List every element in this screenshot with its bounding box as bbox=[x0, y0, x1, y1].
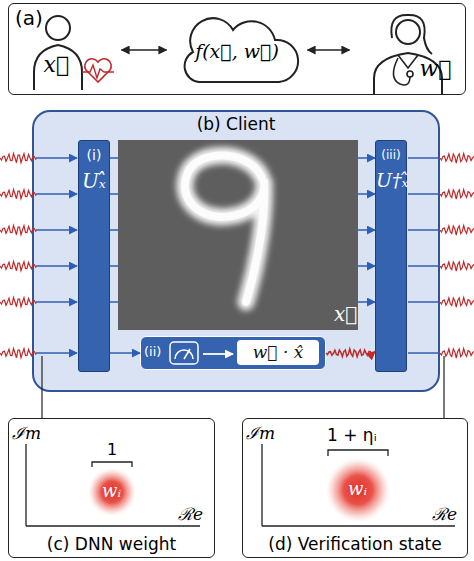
width-bracket bbox=[92, 462, 132, 467]
hair-outline bbox=[391, 14, 432, 53]
panel-label: (a) bbox=[15, 6, 43, 30]
leader-line bbox=[443, 356, 444, 418]
output-wire bbox=[408, 265, 440, 267]
meter-needle bbox=[184, 349, 190, 359]
stethoscope-head bbox=[407, 71, 413, 77]
panel-label: (d) Verification state bbox=[243, 534, 467, 554]
torso-outline bbox=[34, 45, 82, 90]
input-wire bbox=[36, 352, 77, 354]
meter-symbol bbox=[170, 342, 198, 364]
step-number: (i) bbox=[79, 147, 109, 163]
digit-stroke bbox=[185, 155, 264, 302]
weight-label: wᵢ bbox=[326, 478, 390, 499]
cloud-shape: f(x⃗, w⃗) bbox=[175, 16, 300, 88]
output-wire bbox=[408, 157, 440, 159]
image-background bbox=[118, 140, 358, 330]
panel-box: (c) DNN weight wᵢ bbox=[8, 418, 215, 558]
connector-group bbox=[110, 50, 375, 357]
signal-arrow bbox=[122, 49, 167, 51]
input-pulse bbox=[0, 348, 36, 357]
verification-state: wᵢ bbox=[326, 458, 390, 522]
head-outline bbox=[46, 16, 70, 40]
width-bracket bbox=[328, 450, 388, 456]
input-pulse bbox=[0, 297, 36, 306]
output-wire bbox=[408, 301, 440, 303]
noisy-signal-wire bbox=[326, 349, 375, 357]
measurement-box: (ii) w⃗ · x̂ bbox=[140, 336, 326, 370]
digit-core bbox=[185, 155, 264, 302]
unitary-block: (iii) U†ₓ̂ bbox=[375, 140, 407, 372]
ecg-trace bbox=[82, 65, 114, 78]
axis-line bbox=[25, 444, 26, 526]
vector-label: x⃗ bbox=[44, 52, 70, 77]
state-blob bbox=[326, 458, 390, 522]
operator-label: Uₓ̂ bbox=[79, 169, 109, 193]
output-pulse bbox=[440, 298, 474, 307]
input-pulse bbox=[0, 261, 36, 270]
input-pulse bbox=[0, 153, 36, 162]
mnist-image bbox=[118, 140, 358, 330]
panel-label: (c) DNN weight bbox=[9, 534, 214, 554]
step-number: (iii) bbox=[376, 148, 406, 162]
input-pulse bbox=[0, 225, 36, 234]
input-wire bbox=[36, 157, 77, 159]
output-wire bbox=[408, 229, 440, 231]
unitary-block: (i) Uₓ̂ bbox=[78, 140, 110, 372]
weight-label: wᵢ bbox=[88, 480, 136, 501]
output-pulse bbox=[440, 226, 474, 235]
weight-state: wᵢ bbox=[88, 468, 136, 516]
axis-line bbox=[261, 444, 262, 526]
output-pulse bbox=[440, 190, 474, 199]
collar-outline bbox=[398, 55, 418, 68]
patient-icon: x⃗ bbox=[28, 10, 114, 92]
input-wire bbox=[36, 265, 77, 267]
patient-outline bbox=[28, 10, 114, 92]
state-blob bbox=[88, 468, 136, 516]
axis-line bbox=[262, 525, 455, 526]
dot-product-label: w⃗ · x̂ bbox=[237, 340, 319, 365]
output-pulse bbox=[440, 262, 474, 271]
output-pulse bbox=[440, 349, 474, 358]
meter-dial bbox=[175, 350, 193, 359]
step-number: (ii) bbox=[144, 344, 161, 359]
heart-symbol bbox=[84, 58, 110, 81]
panel-box: (d) Verification state wᵢ bbox=[242, 418, 468, 558]
phase-axes bbox=[26, 444, 455, 526]
axis-line bbox=[26, 525, 200, 526]
function-label: f(x⃗, w⃗) bbox=[175, 40, 300, 62]
head-outline bbox=[396, 20, 420, 44]
leader-line bbox=[41, 356, 42, 418]
output-wire bbox=[408, 352, 440, 354]
doctor-icon: w⃗ bbox=[358, 8, 462, 94]
input-wire bbox=[36, 229, 77, 231]
panel-box: (a)x⃗ f(x⃗, w⃗) w⃗ bbox=[8, 3, 466, 95]
input-pulse bbox=[0, 189, 36, 198]
output-pulse bbox=[440, 154, 474, 163]
panel-label: (b) Client bbox=[34, 114, 438, 134]
output-wire bbox=[408, 193, 440, 195]
result-arrow bbox=[203, 353, 233, 355]
signal-arrow bbox=[308, 49, 350, 51]
input-wire bbox=[36, 193, 77, 195]
meter-frame bbox=[170, 342, 198, 364]
input-wire bbox=[36, 301, 77, 303]
doctor-outline bbox=[358, 8, 462, 94]
signal-arrow bbox=[110, 352, 140, 354]
operator-label: U†ₓ̂ bbox=[376, 169, 406, 191]
vector-label: w⃗ bbox=[420, 56, 452, 81]
